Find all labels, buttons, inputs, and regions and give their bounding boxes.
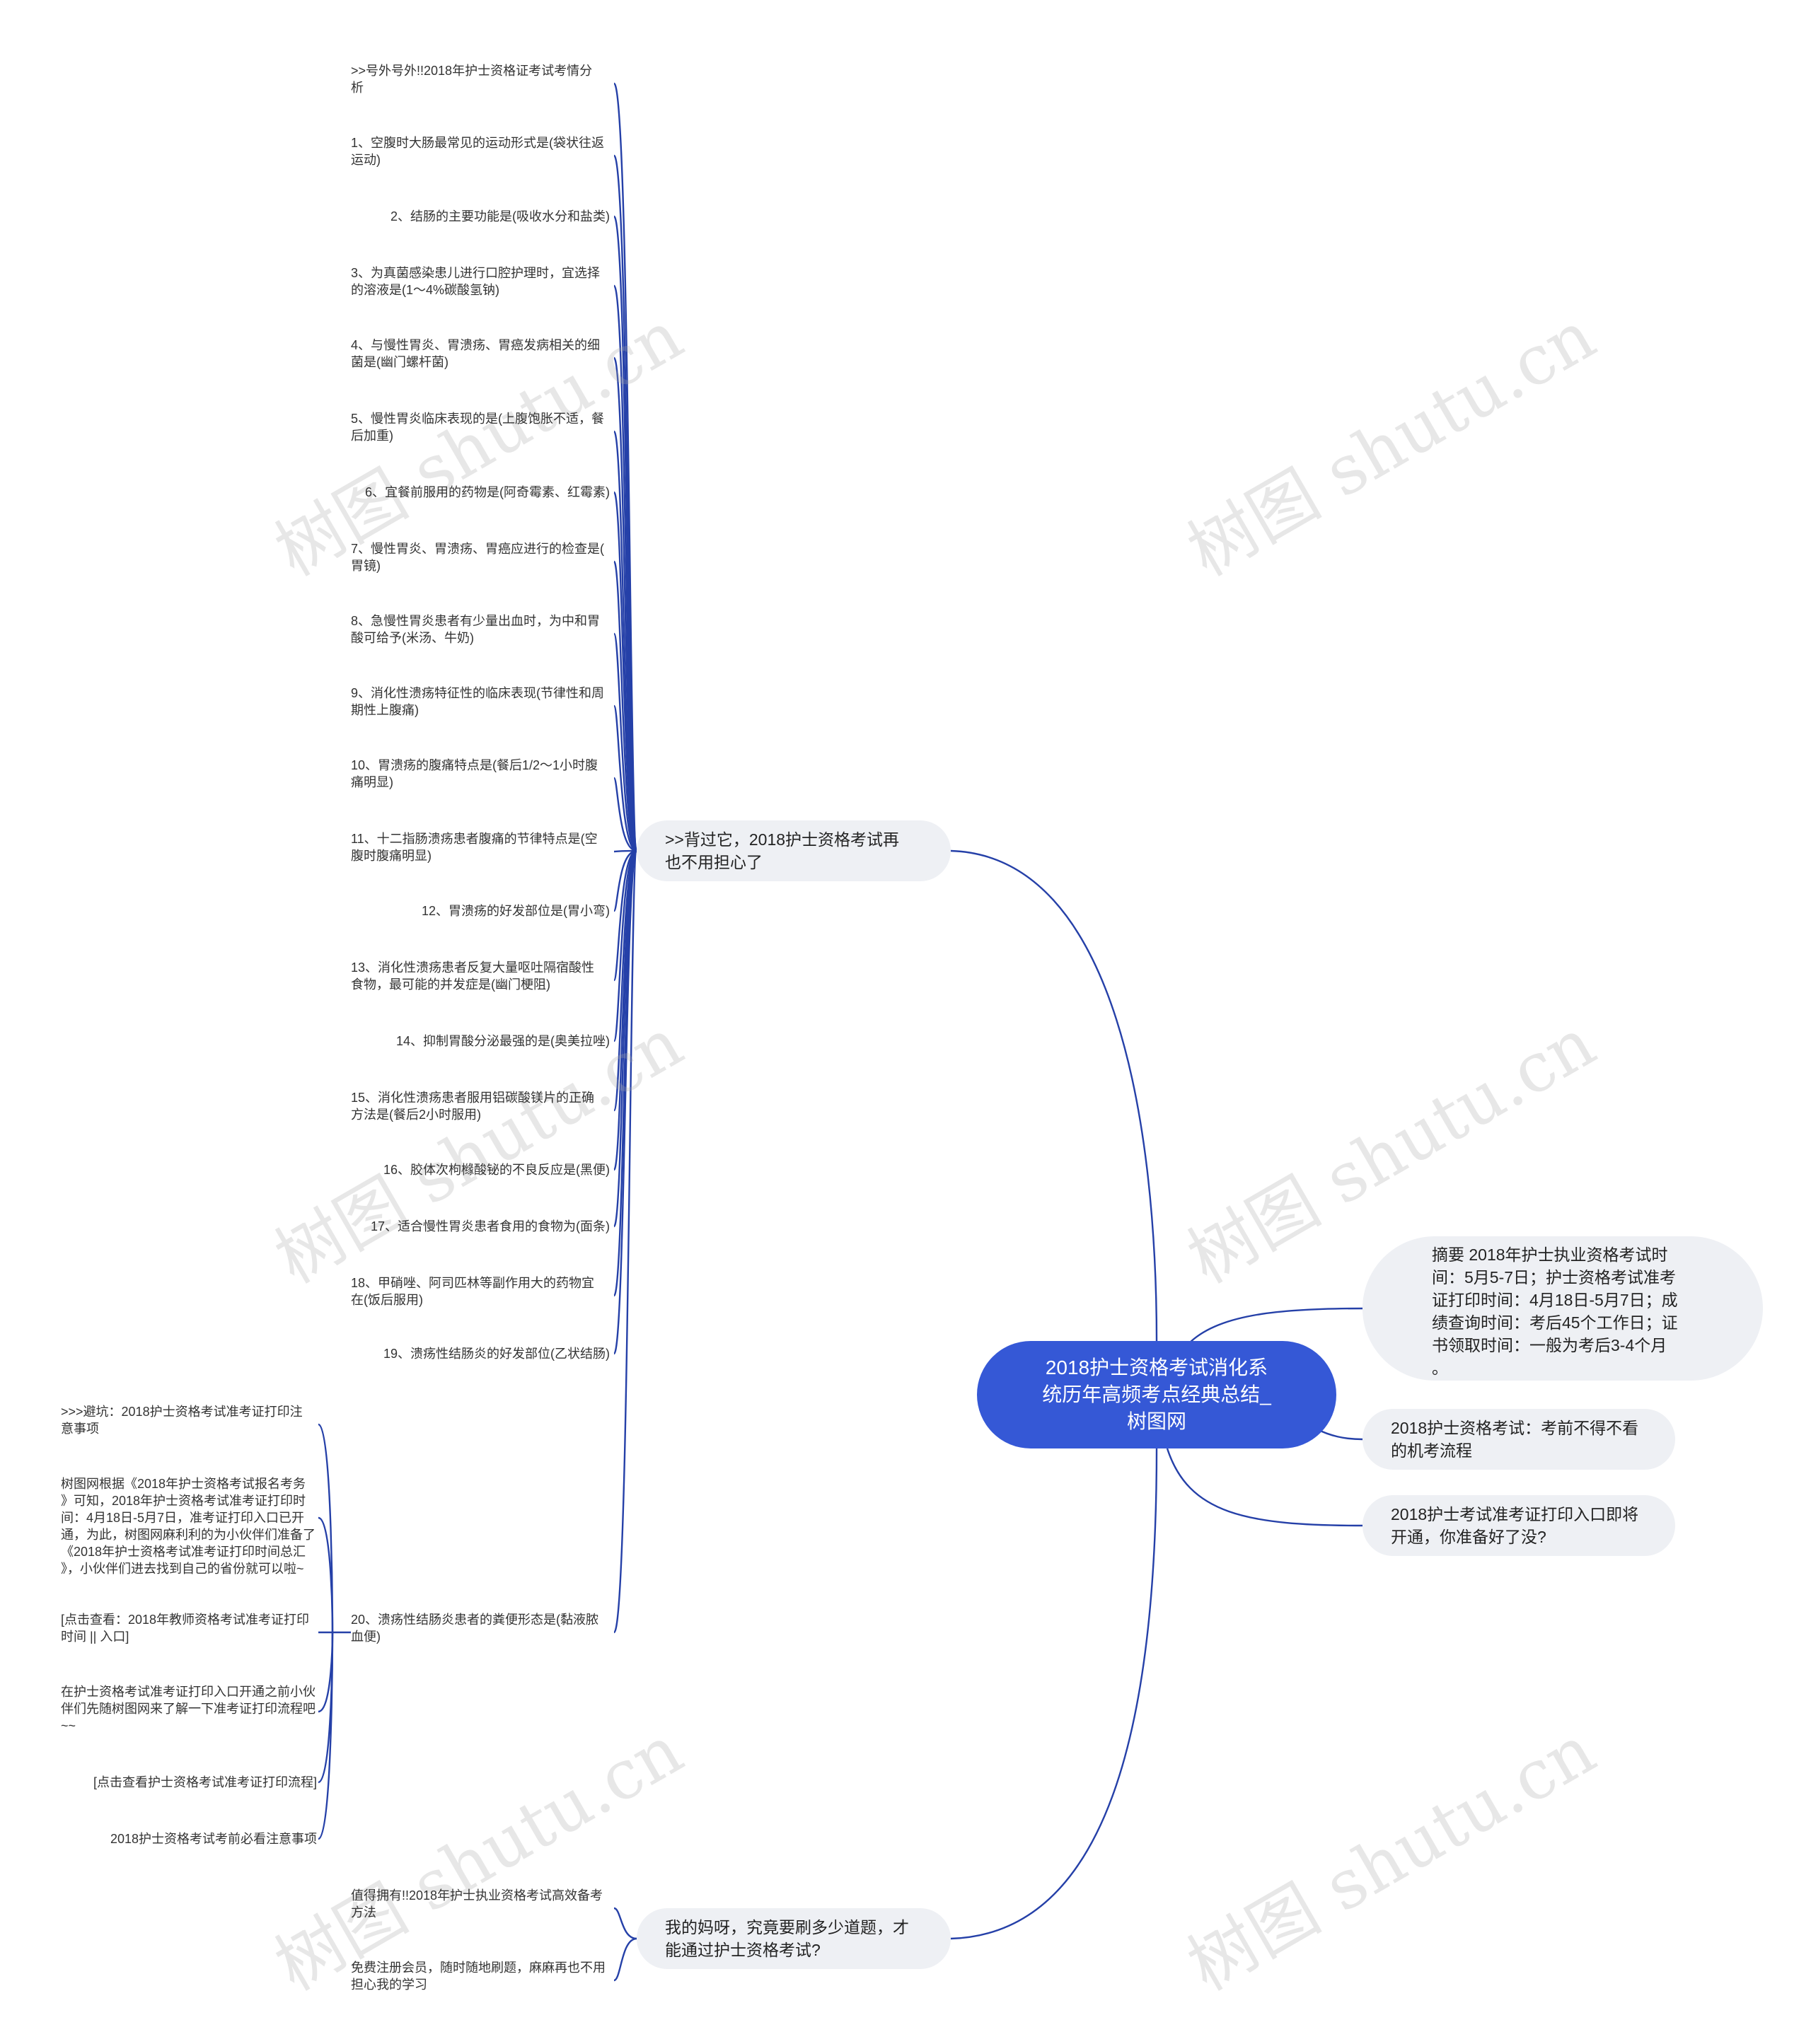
list-item[interactable]: >>号外号外!!2018年护士资格证考试考情分 析 (351, 64, 593, 95)
connector-branch-a-item (613, 849, 637, 912)
connector-branch-a-item (613, 849, 637, 853)
list-item[interactable]: [点击查看：2018年教师资格考试准考证打印 时间 || 入口] (61, 1613, 310, 1644)
list-item[interactable]: 免费注册会员，随时随地刷题，麻麻再也不用 担心我的学习 (351, 1961, 606, 1992)
connector-branch-a-item (613, 849, 638, 1355)
connector-branch-a-item (613, 849, 638, 1634)
list-item[interactable]: 13、消化性溃疡患者反复大量呕吐隔宿酸性 食物，最可能的并发症是(幽门梗阻) (351, 960, 595, 992)
connector-branch-b-item (318, 1516, 334, 1633)
connector-branch-a-item (613, 777, 637, 852)
list-item[interactable]: 8、急慢性胃炎患者有少量出血时，为中和胃 酸可给予(米汤、牛奶) (351, 614, 601, 645)
list-item[interactable]: 11、十二指肠溃疡患者腹痛的节律特点是(空 腹时腹痛明显) (351, 832, 598, 863)
list-item[interactable]: 在护士资格考试准考证打印入口开通之前小伙 伴们先随树图网来了解一下准考证打印流程… (61, 1685, 316, 1733)
list-item[interactable]: 19、溃疡性结肠炎的好发部位(乙状结肠) (383, 1347, 610, 1361)
connector-root-ticket (1166, 1448, 1363, 1527)
list-item[interactable]: 6、宜餐前服用的药物是(阿奇霉素、红霉素) (365, 485, 610, 499)
list-item[interactable]: 1、空腹时大肠最常见的运动形式是(袋状往返 运动) (351, 136, 605, 167)
connector-root-branch-c (950, 1448, 1158, 1940)
admission-ticket-node[interactable]: 2018护士考试准考证打印入口即将 开通，你准备好了没? (1362, 1495, 1675, 1556)
list-item[interactable]: 值得拥有!!2018年护士执业资格考试高效备考 方法 (351, 1888, 603, 1920)
list-item[interactable]: >>>避坑：2018护士资格考试准考证打印注 意事项 (61, 1405, 303, 1436)
connector-branch-b-item (317, 1632, 334, 1840)
list-item[interactable]: [点击查看护士资格考试准考证打印流程] (93, 1775, 317, 1789)
list-item[interactable]: 9、消化性溃疡特征性的临床表现(节律性和周 期性上腹痛) (351, 686, 605, 717)
connector-branch-a-item (613, 849, 638, 1112)
connector-branch-a-item (613, 356, 638, 852)
list-item[interactable]: 10、胃溃疡的腹痛特点是(餐后1/2～1小时腹 痛明显) (351, 758, 598, 789)
list-item[interactable]: 16、胶体次枸橼酸铋的不良反应是(黑便) (383, 1163, 610, 1177)
connector-branch-c-item (613, 1937, 637, 1982)
connector-root-summary (1188, 1307, 1363, 1345)
branch-memorize-node[interactable]: >>背过它，2018护士资格考试再 也不用担心了 (637, 820, 951, 881)
connector-branch-a-item (613, 430, 638, 852)
root-topic[interactable]: 2018护士资格考试消化系 统历年高频考点经典总结_ 树图网 (977, 1341, 1336, 1448)
list-item[interactable]: 15、消化性溃疡患者服用铝碳酸镁片的正确 方法是(餐后2小时服用) (351, 1091, 595, 1122)
list-item[interactable]: 17、适合慢性胃炎患者食用的食物为(面条) (370, 1219, 610, 1233)
branch-practice-node[interactable]: 我的妈呀，究竟要刷多少道题，才 能通过护士资格考试? (637, 1908, 951, 1969)
list-item[interactable]: 3、为真菌感染患儿进行口腔护理时，宜选择 的溶液是(1～4%碳酸氢钠) (351, 266, 601, 297)
list-item[interactable]: 7、慢性胃炎、胃溃疡、胃癌应进行的检查是( 胃镜) (351, 542, 605, 573)
list-item[interactable]: 5、慢性胃炎临床表现的是(上腹饱胀不适，餐 后加重) (351, 412, 605, 443)
list-item[interactable]: 2、结肠的主要功能是(吸收水分和盐类) (390, 209, 610, 223)
list-item[interactable]: 2018护士资格考试考前必看注意事项 (110, 1832, 317, 1846)
list-item[interactable]: 20、溃疡性结肠炎患者的粪便形态是(黏液脓 血便) (351, 1613, 599, 1644)
connector-root-branch-a (950, 849, 1158, 1342)
list-item[interactable]: 18、甲硝唑、阿司匹林等副作用大的药物宜 在(饭后服用) (351, 1276, 595, 1307)
list-item[interactable]: 14、抑制胃酸分泌最强的是(奥美拉唑) (395, 1034, 610, 1048)
connector-branch-a-item (613, 560, 638, 852)
connector-branch-a-item (613, 491, 638, 852)
summary-node[interactable]: 摘要 2018年护士执业资格考试时 间：5月5-7日；护士资格考试准考 证打印时… (1362, 1236, 1763, 1381)
connector-branch-a-item (613, 849, 637, 1043)
list-item[interactable]: 12、胃溃疡的好发部位是(胃小弯) (421, 904, 610, 918)
connector-branch-a-item (613, 849, 637, 982)
connector-branch-a-item (613, 704, 637, 852)
list-item[interactable]: 4、与慢性胃炎、胃溃疡、胃癌发病相关的细 菌是(幽门螺杆菌) (351, 338, 601, 369)
list-item[interactable]: 树图网根据《2018年护士资格考试报名考务 》可知，2018年护士资格考试准考证… (61, 1477, 316, 1576)
connector-branch-a-item (613, 632, 637, 852)
exam-process-node[interactable]: 2018护士资格考试：考前不得不看 的机考流程 (1362, 1409, 1675, 1470)
connector-branch-c-item (613, 1907, 637, 1940)
